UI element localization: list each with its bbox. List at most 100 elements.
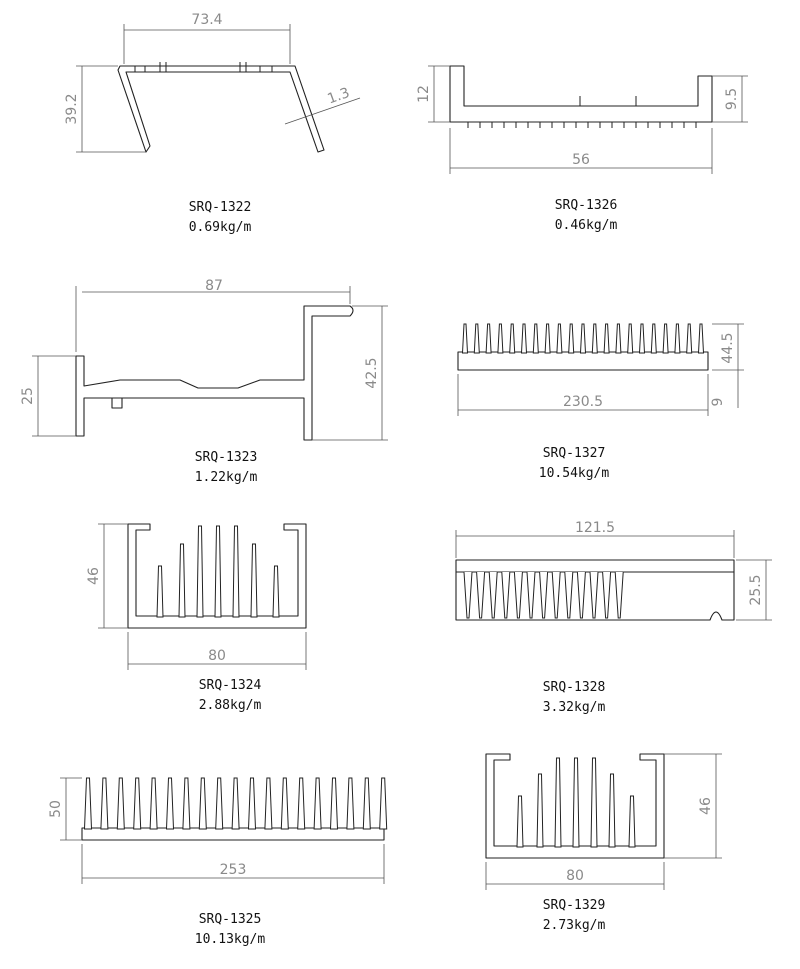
profile-teeth xyxy=(467,96,697,128)
heat-sink-fin xyxy=(165,777,175,830)
heat-sink-fin xyxy=(536,773,544,848)
profile-fins xyxy=(156,525,280,618)
profile-code: SRQ-1327 xyxy=(542,446,606,461)
profile-code: SRQ-1324 xyxy=(198,678,262,693)
profile-code: SRQ-1329 xyxy=(542,898,606,913)
heat-sink-fin xyxy=(232,525,240,618)
dim-width: 87 xyxy=(205,278,223,294)
profile-fins xyxy=(83,777,388,830)
heat-sink-fin xyxy=(379,777,388,830)
dim-height-left: 25 xyxy=(20,387,36,405)
dim-height: 25.5 xyxy=(748,574,764,605)
dim-height-right: 42.5 xyxy=(364,357,380,388)
heat-sink-fin xyxy=(638,323,646,354)
profile-weight: 2.73kg/m xyxy=(542,918,606,933)
profile-outline xyxy=(449,65,713,123)
heat-sink-fin xyxy=(576,571,586,619)
heat-sink-fin xyxy=(501,571,511,619)
heat-sink-fin xyxy=(602,571,612,619)
profile-fins xyxy=(463,571,624,619)
heat-sink-fin xyxy=(116,777,125,830)
profile-srq-1322: 73.4 39.2 1.3 xyxy=(64,12,361,153)
heat-sink-fin xyxy=(516,795,524,848)
heat-sink-fin xyxy=(198,777,207,830)
heat-sink-fin xyxy=(476,571,486,619)
heat-sink-fin xyxy=(674,323,681,354)
profile-slot xyxy=(111,397,123,409)
heat-sink-fin xyxy=(614,571,624,619)
heat-sink-fin xyxy=(551,571,561,619)
heat-sink-fin xyxy=(215,777,224,830)
heat-sink-fin xyxy=(539,571,549,619)
heat-sink-fin xyxy=(100,777,109,830)
profile-teeth xyxy=(134,62,273,72)
profile-code: SRQ-1326 xyxy=(554,198,618,213)
heat-sink-fin xyxy=(272,565,280,618)
profile-code: SRQ-1325 xyxy=(198,912,262,927)
caption-srq-1326: SRQ-1326 0.46kg/m xyxy=(486,196,686,236)
heat-sink-fin xyxy=(520,323,528,354)
caption-srq-1327: SRQ-1327 10.54kg/m xyxy=(474,444,674,484)
dim-width: 56 xyxy=(572,152,590,168)
dim-width: 230.5 xyxy=(563,394,603,410)
dim-width: 80 xyxy=(208,648,226,664)
caption-srq-1325: SRQ-1325 10.13kg/m xyxy=(130,910,330,950)
heat-sink-fin xyxy=(346,777,355,830)
heat-sink-fin xyxy=(485,323,492,354)
heat-sink-fin xyxy=(297,777,306,830)
heat-sink-fin xyxy=(149,777,158,830)
heat-sink-fin xyxy=(463,571,473,619)
profile-code: SRQ-1323 xyxy=(194,450,258,465)
profile-weight: 3.32kg/m xyxy=(542,700,606,715)
heat-sink-fin xyxy=(461,323,469,354)
dim-width: 73.4 xyxy=(191,12,222,28)
caption-srq-1322: SRQ-1322 0.69kg/m xyxy=(120,198,320,238)
profile-srq-1324: 46 80 xyxy=(86,523,307,670)
heat-sink-fin xyxy=(615,323,622,354)
heat-sink-fin xyxy=(564,571,574,619)
profile-weight: 2.88kg/m xyxy=(198,698,262,713)
dim-thickness: 1.3 xyxy=(325,85,351,108)
dim-width: 80 xyxy=(566,868,584,884)
profile-outline xyxy=(455,559,735,621)
heat-sink-fin xyxy=(214,525,222,618)
profile-srq-1323: 87 25 42.5 xyxy=(20,278,388,441)
heat-sink-fin xyxy=(196,525,204,618)
profile-code: SRQ-1322 xyxy=(188,200,252,215)
profile-weight: 10.13kg/m xyxy=(194,932,266,947)
heat-sink-fin xyxy=(662,323,669,354)
profile-outline xyxy=(127,523,307,629)
heat-sink-fin xyxy=(554,757,562,848)
caption-srq-1323: SRQ-1323 1.22kg/m xyxy=(126,448,326,488)
profile-code: SRQ-1328 xyxy=(542,680,606,695)
heat-sink-fin xyxy=(280,777,289,830)
heat-sink-fin xyxy=(509,323,516,354)
profile-srq-1327: 44.5 230.5 9 xyxy=(457,323,744,416)
profile-outline xyxy=(75,305,354,441)
caption-srq-1328: SRQ-1328 3.32kg/m xyxy=(474,678,674,718)
heat-sink-fin xyxy=(497,323,504,354)
profile-weight: 0.69kg/m xyxy=(188,220,252,235)
heat-sink-fin xyxy=(532,323,539,354)
heat-sink-fin xyxy=(329,777,339,830)
heat-sink-fin xyxy=(697,323,705,354)
heat-sink-fin xyxy=(608,773,616,848)
heat-sink-fin xyxy=(133,777,142,830)
caption-srq-1329: SRQ-1329 2.73kg/m xyxy=(474,896,674,936)
dim-fin-height: 44.5 xyxy=(720,332,736,363)
heat-sink-fin xyxy=(488,571,498,619)
dim-height: 39.2 xyxy=(64,93,80,124)
profile-srq-1329: 46 80 xyxy=(485,753,722,890)
profile-srq-1328: 121.5 25.5 xyxy=(455,520,772,621)
heat-sink-fin xyxy=(627,323,634,354)
caption-srq-1324: SRQ-1324 2.88kg/m xyxy=(130,676,330,716)
heat-sink-fin xyxy=(544,323,551,354)
dim-height-left: 12 xyxy=(416,85,432,103)
heat-sink-fin xyxy=(526,571,536,619)
heat-sink-fin xyxy=(603,323,610,354)
profile-srq-1326: 12 9.5 56 xyxy=(416,65,748,174)
profile-outline xyxy=(117,65,325,153)
heat-sink-fin xyxy=(156,565,164,618)
dim-height: 46 xyxy=(698,797,714,815)
